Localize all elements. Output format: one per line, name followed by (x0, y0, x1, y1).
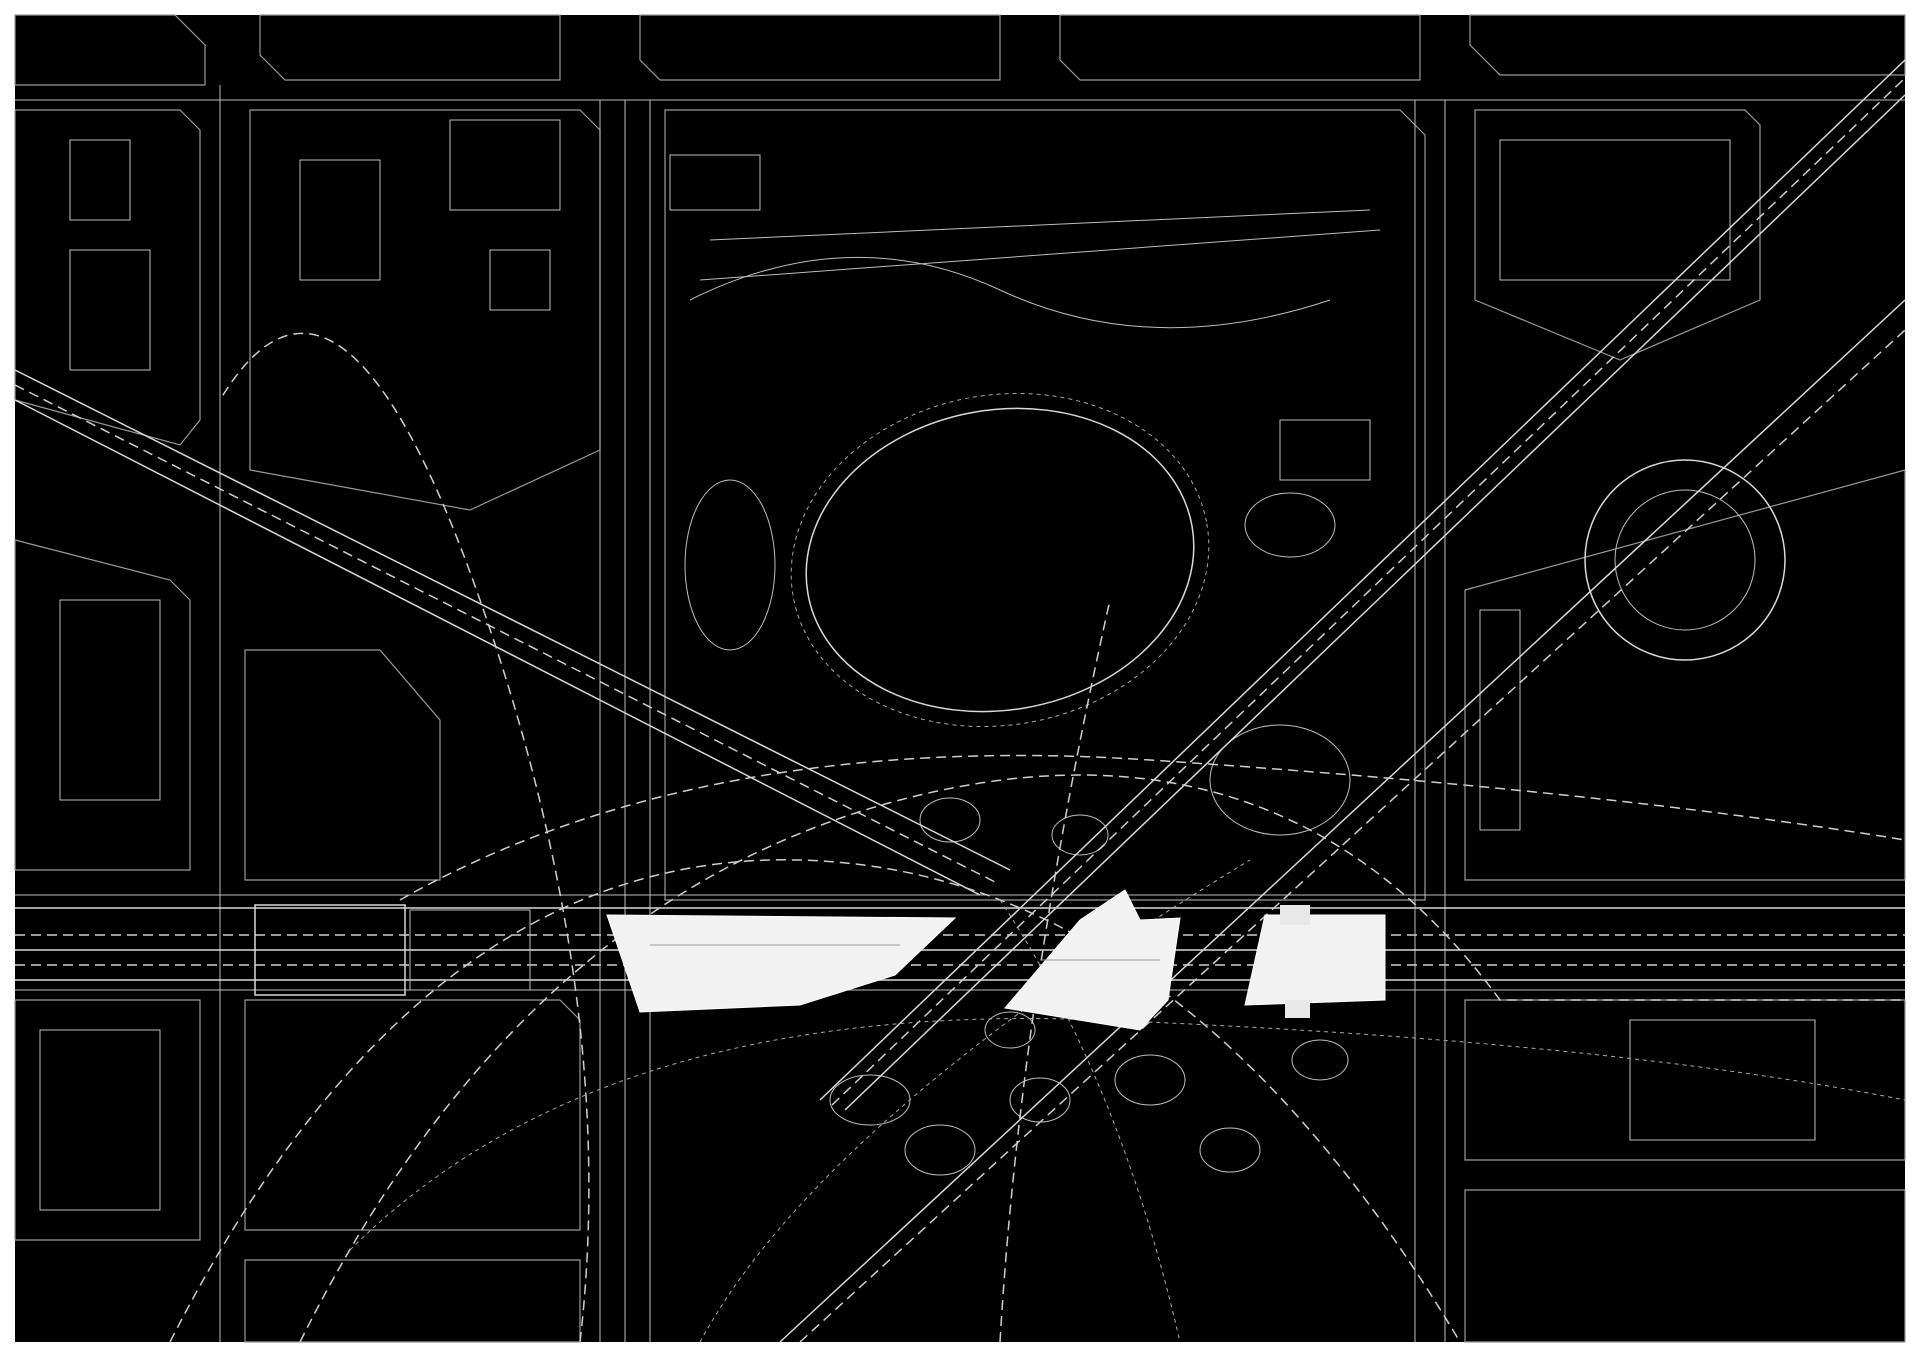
block-right-2 (1464, 469, 1906, 881)
pond-left (684, 479, 776, 651)
station-entrance-east (1280, 905, 1310, 925)
tunnel-2 (169, 859, 1461, 1343)
bldg-h (59, 599, 161, 801)
park-path-1 (689, 256, 1331, 329)
station-exit-east (1285, 1000, 1310, 1018)
bldg-e (1279, 419, 1371, 481)
roundabout-outer (1584, 459, 1786, 661)
street-grid (15, 85, 1905, 1342)
park-features (684, 209, 1381, 1176)
tunnel-6 (999, 899, 1181, 1343)
building-footprints (39, 119, 1731, 1211)
tree-7 (1291, 1039, 1349, 1081)
bldg-b (489, 249, 551, 311)
rail-ne-4 (779, 299, 1906, 1343)
block-top-5 (1469, 14, 1906, 76)
block-top-2 (259, 14, 561, 81)
bldg-i (39, 1029, 161, 1211)
bldg-a (299, 159, 381, 281)
rail-ne-1 (819, 59, 1906, 1101)
park-path-3 (709, 209, 1371, 241)
park-block (664, 109, 1426, 901)
lawn-path (790, 392, 1210, 728)
bldg-d (669, 154, 761, 211)
park-path-2 (699, 229, 1381, 281)
tree-1 (919, 797, 981, 843)
rail-nw-1 (14, 369, 1011, 871)
block-top-1 (14, 14, 206, 86)
station-platform-east (1244, 914, 1386, 1006)
tunnel-5 (399, 754, 1906, 901)
block-left-3 (14, 999, 201, 1241)
tunnel-4 (219, 332, 590, 1343)
central-lawn (805, 407, 1195, 713)
block-col2-2 (244, 649, 441, 881)
left-structure-box (254, 904, 406, 996)
rail-nw-2 (14, 399, 981, 896)
roundabout (1584, 459, 1786, 661)
block-right-3 (1464, 999, 1906, 1161)
bldg-g (69, 249, 151, 371)
tree-3 (1114, 1054, 1186, 1106)
station-platform-west (606, 914, 957, 1013)
tree-6 (1199, 1127, 1261, 1173)
block-top-4 (1059, 14, 1421, 81)
block-col2-3 (244, 999, 581, 1231)
drawing-field (15, 15, 1905, 1342)
rail-ne-3 (831, 77, 1906, 1106)
block-left-2 (14, 539, 191, 871)
rail-ne-2 (844, 94, 1906, 1111)
bldg-c (449, 119, 561, 211)
roundabout-inner (1614, 489, 1756, 631)
station-platforms (606, 889, 1386, 1031)
block-right-1 (1474, 109, 1761, 361)
left-station-structure (254, 904, 531, 996)
underground-tunnels (169, 332, 1906, 1343)
tree-5 (904, 1124, 976, 1176)
building-right (1629, 1019, 1816, 1141)
pond-right (1244, 492, 1336, 558)
play-area (1209, 724, 1351, 836)
rail-diagonals (14, 59, 1906, 1343)
rail-nw-3 (14, 384, 996, 883)
bldg-j (1499, 139, 1731, 281)
left-structure-ramp (409, 909, 531, 991)
rail-ne-5 (799, 329, 1906, 1343)
city-blocks (14, 14, 1906, 1343)
tunnel-1 (299, 774, 1905, 1343)
block-right-4 (1464, 1189, 1906, 1343)
block-top-3 (639, 14, 1001, 81)
bldg-f (69, 139, 131, 221)
tree-8 (984, 1011, 1036, 1049)
tree-2 (1051, 814, 1109, 856)
